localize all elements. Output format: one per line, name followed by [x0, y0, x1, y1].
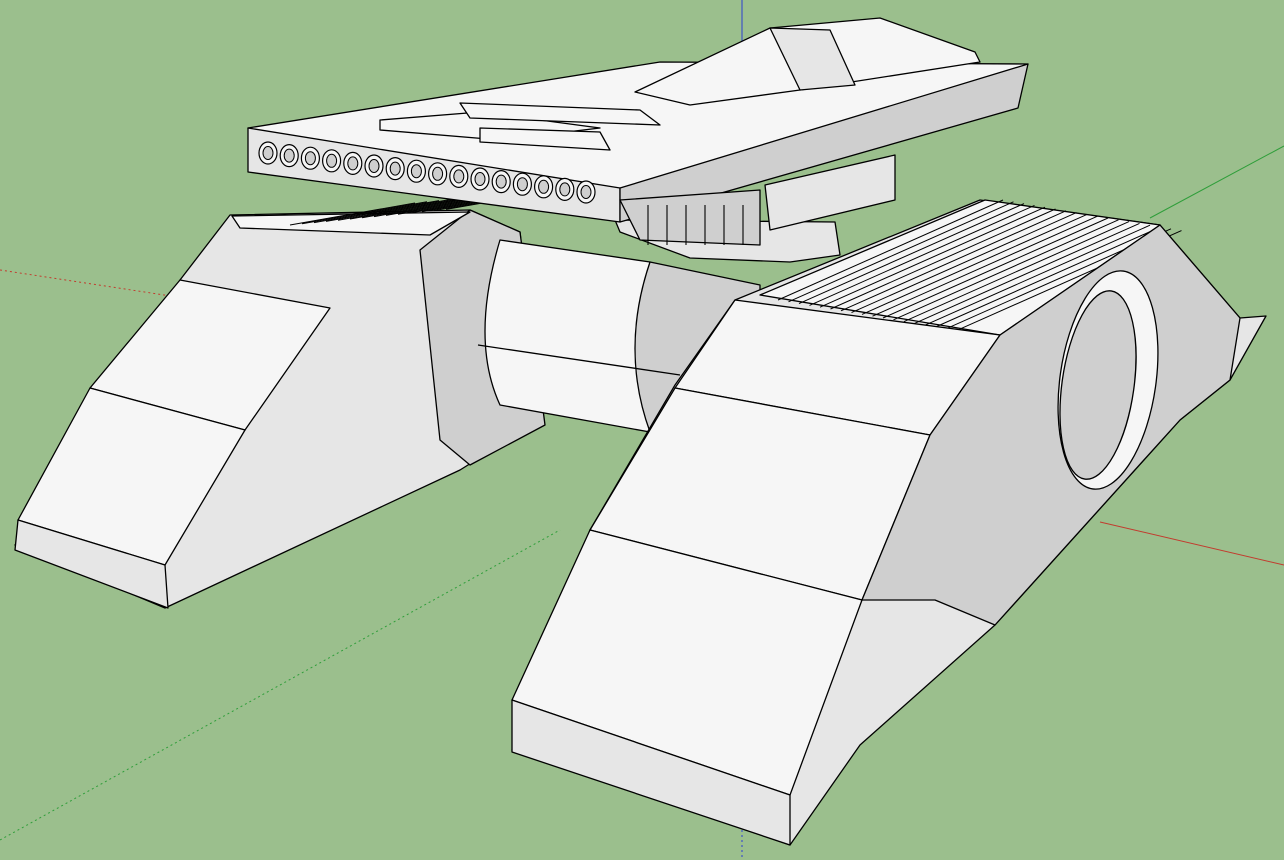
missile-tube-inner [474, 172, 486, 186]
red-axis-solid [1099, 521, 1284, 566]
missile-tube-inner [304, 151, 316, 166]
grille-slat [851, 212, 1077, 314]
turret-deck-side [619, 63, 1029, 223]
grille-slat [289, 202, 416, 226]
missile-tube-inner [283, 148, 295, 163]
right-track-grille [777, 199, 1182, 332]
deck-panel-3 [459, 102, 661, 126]
turret[interactable] [247, 17, 1029, 246]
green-axis-dotted [0, 529, 561, 841]
track-wheel-inner [1059, 290, 1137, 480]
grille-slat [337, 197, 464, 221]
center-drum-left[interactable] [484, 239, 651, 433]
drum-seam [477, 344, 681, 376]
green-axis-solid [1149, 145, 1284, 219]
grille-slat [777, 199, 1004, 301]
grille-slat [349, 196, 476, 220]
grille-slat [872, 215, 1098, 317]
grille-slat [788, 201, 1014, 303]
right-track[interactable] [511, 199, 1267, 846]
grille-slat [840, 210, 1067, 312]
missile-tube-inner [389, 161, 401, 176]
missile-tube-inner [495, 174, 507, 189]
side-panel [764, 154, 896, 231]
missile-tube-inner [580, 185, 592, 199]
grille-slat [809, 204, 1035, 306]
grille-slat [903, 221, 1130, 323]
missile-tube-inner [410, 164, 422, 179]
grille-slat [798, 203, 1025, 305]
missile-tube-inner [538, 179, 550, 194]
missile-tube-inner [368, 159, 380, 173]
missile-tube-inner [516, 177, 528, 192]
grille-slat [935, 226, 1161, 328]
grille-slat [924, 224, 1151, 326]
red-axis-dotted [0, 269, 231, 306]
grille-slat [914, 222, 1140, 324]
grille-slat [819, 206, 1046, 308]
grille-slat [861, 213, 1088, 315]
missile-tube-inner [432, 166, 444, 181]
missile-tube-inner [453, 169, 465, 184]
grille-slat [830, 208, 1056, 310]
canopy-side [769, 27, 856, 91]
grille-slat [893, 219, 1119, 321]
grille-slat [313, 200, 440, 224]
deck-panel-2 [479, 127, 611, 151]
grille-slat [882, 217, 1109, 319]
grille-slat [301, 201, 428, 225]
missile-tube-inner [347, 156, 359, 171]
tank-model[interactable] [14, 17, 1267, 846]
turret-radiator [619, 189, 761, 246]
missile-tube-inner [262, 146, 274, 160]
turret-fins [647, 205, 744, 245]
missile-tube-inner [326, 153, 338, 168]
left-track[interactable] [14, 186, 572, 609]
missile-tube-inner [559, 182, 571, 197]
left-track-front-plate-3 [14, 519, 169, 609]
grille-slat [325, 198, 452, 222]
right-track-front-plate-4 [511, 699, 791, 846]
missile-pod-row [258, 141, 596, 204]
